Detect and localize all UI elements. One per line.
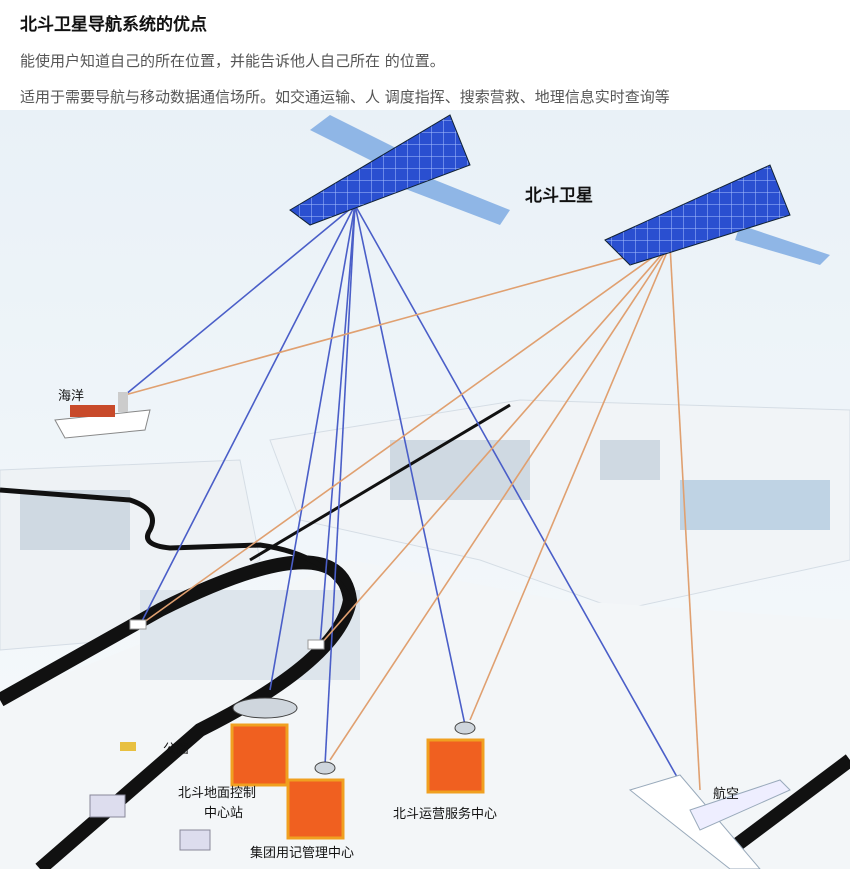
runway xyxy=(725,754,850,856)
user-management-label: 集团用记管理中心 xyxy=(250,845,354,861)
car-icon xyxy=(307,639,325,650)
ground-control-station-building xyxy=(230,697,298,787)
operation-service-center-building xyxy=(426,721,485,794)
road-label: 公路 xyxy=(163,741,189,757)
beidou-satellite-2 xyxy=(604,164,830,266)
ground-control-label-2: 中心站 xyxy=(204,806,243,821)
airplane-icon xyxy=(628,774,791,869)
beidou-system-illustration: 北斗卫星 海洋 公路 北斗地面控制 中心站 集团用记管理中心 北斗运营服务中心 … xyxy=(0,110,850,869)
satellite-2-signals xyxy=(124,244,701,791)
road xyxy=(0,487,353,602)
operation-center-label: 北斗运营服务中心 xyxy=(393,806,497,822)
description-line-2: 适用于需要导航与移动数据通信场所。如交通运输、人 调度指挥、搜索营救、地理信息实… xyxy=(20,88,670,106)
beidou-satellite-1 xyxy=(289,114,510,226)
car-icon xyxy=(120,742,136,751)
user-management-center-building xyxy=(286,761,345,840)
road xyxy=(249,403,511,562)
truck-icon xyxy=(89,794,211,851)
description-line-1: 能使用户知道自己的所在位置，并能告诉他人自己所在 的位置。 xyxy=(20,52,445,70)
car-icon xyxy=(129,619,147,630)
ocean-label: 海洋 xyxy=(58,389,84,404)
ground-control-label-1: 北斗地面控制 xyxy=(178,786,256,801)
aviation-label: 航空 xyxy=(713,786,739,802)
satellite-1-signals xyxy=(124,204,691,801)
page-title: 北斗卫星导航系统的优点 xyxy=(20,15,207,35)
ship-icon xyxy=(54,392,151,439)
satellite-label: 北斗卫星 xyxy=(525,186,593,206)
